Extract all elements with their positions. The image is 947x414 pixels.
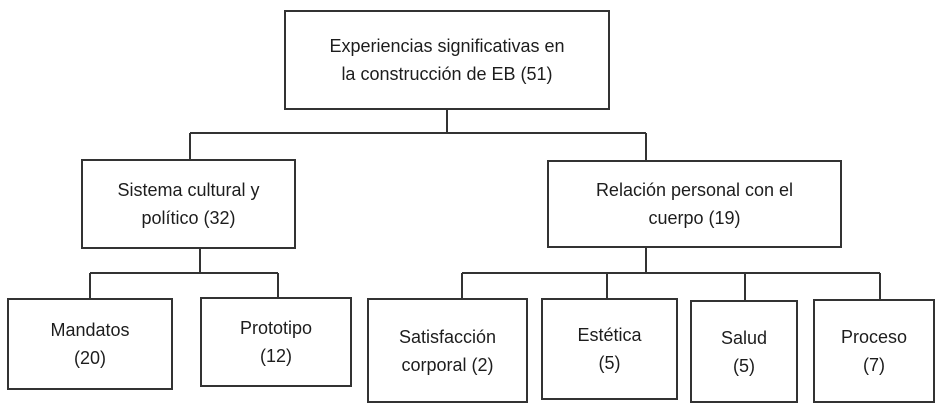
node-estetica: Estética (5) bbox=[541, 298, 678, 400]
node-label-line: Prototipo bbox=[239, 318, 313, 338]
node-proceso: Proceso (7) bbox=[813, 299, 935, 403]
node-label-line: Satisfacción bbox=[398, 326, 497, 347]
node-label-line: corporal (2) bbox=[401, 354, 494, 375]
node-salud: Salud (5) bbox=[690, 300, 798, 403]
node-experiencias-significativas: Experiencias significativas en la constr… bbox=[284, 10, 610, 110]
node-mandatos: Mandatos (20) bbox=[7, 298, 173, 390]
connector-relacion-to-children bbox=[461, 248, 881, 300]
node-label-line: Sistema cultural y bbox=[117, 180, 260, 200]
node-prototipo: Prototipo (12) bbox=[200, 297, 352, 387]
node-relacion-personal-cuerpo: Relación personal con el cuerpo (19) bbox=[547, 160, 842, 248]
node-label-line: la construcción de EB (51) bbox=[341, 64, 553, 84]
node-label-line: cuerpo (19) bbox=[648, 208, 741, 228]
node-label-line: (12) bbox=[259, 346, 292, 366]
node-label-line: Experiencias significativas en bbox=[329, 36, 565, 56]
node-sistema-cultural-politico: Sistema cultural y político (32) bbox=[81, 159, 296, 249]
connector-sistema-to-children bbox=[89, 249, 279, 298]
connector-root-to-level2 bbox=[189, 110, 647, 160]
node-label-line: Relación personal con el bbox=[595, 180, 794, 200]
node-label-line: Mandatos bbox=[50, 320, 130, 340]
node-label-line: (20) bbox=[73, 348, 106, 368]
node-label-line: Estética bbox=[577, 325, 642, 345]
node-label-line: político (32) bbox=[141, 208, 236, 228]
node-label-line: Salud bbox=[720, 327, 768, 348]
node-label-line: (5) bbox=[733, 355, 755, 376]
node-label-line: Proceso bbox=[840, 327, 908, 347]
node-label-line: (5) bbox=[598, 353, 621, 373]
node-label-line: (7) bbox=[863, 355, 885, 375]
node-satisfaccion-corporal: Satisfacción corporal (2) bbox=[367, 298, 528, 403]
